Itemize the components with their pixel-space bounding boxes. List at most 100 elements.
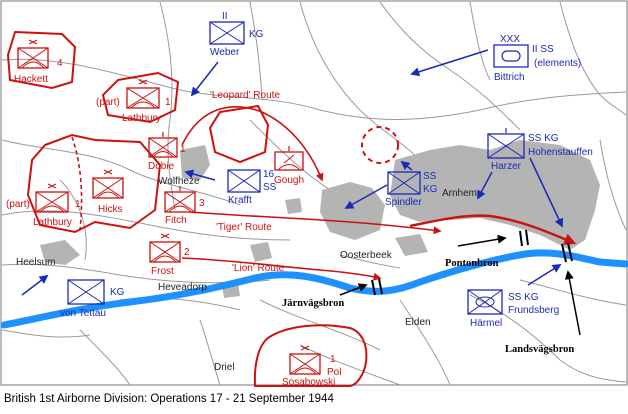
pontonbron-label: Pontonbron: [445, 258, 499, 269]
harzer-arrow-east: [529, 157, 564, 228]
gough-label: Gough: [274, 175, 304, 186]
spindler-label: Spindler: [385, 197, 422, 208]
leopard-route-label: 'Leopard' Route: [210, 90, 280, 101]
british-unit-lathbury-north: [126, 79, 160, 109]
krafft-arrow: [184, 169, 216, 181]
german-unit-von-tettau: [67, 279, 105, 305]
road-network: [1, 1, 627, 386]
drop-zone-leopard: [208, 104, 270, 164]
leopard-route: [181, 106, 324, 182]
lathbury-drop-label: Lathbury: [33, 217, 72, 228]
british-unit-lathbury-drop: [35, 183, 69, 213]
british-unit-hicks: [92, 169, 124, 199]
hicks-label: Hicks: [98, 204, 122, 215]
harmel-type: SS KG: [508, 292, 539, 303]
place-wolfheze: Wolfheze: [158, 176, 200, 187]
lathbury-drop-size: 1: [75, 199, 81, 210]
krafft-size: 16: [263, 169, 275, 180]
german-unit-harzer: [487, 128, 525, 159]
bittrich-label: Bittrich: [494, 72, 525, 83]
spindler-extra: KG: [423, 184, 438, 195]
spindler-type: SS: [423, 171, 437, 182]
lathbury-north-size: 1: [165, 97, 171, 108]
harmel-arrow: [527, 264, 562, 286]
british-unit-hackett: [17, 39, 49, 69]
harmel-extra: Frundsberg: [508, 305, 559, 316]
bridge-pontonbron: [519, 229, 529, 247]
frost-label: Frost: [151, 266, 174, 277]
sosabowski-extra: Pol: [327, 367, 341, 378]
place-arnhem: Arnhem: [442, 188, 477, 199]
fitch-label: Fitch: [165, 215, 187, 226]
british-unit-frost: [149, 233, 181, 263]
bittrich-type: II SS: [532, 44, 554, 55]
lathbury-drop-prefix: (part): [6, 199, 30, 210]
place-elden: Elden: [405, 317, 431, 328]
bittrich-echelon: XXX: [500, 34, 520, 45]
frost-advance: [409, 214, 577, 245]
weber-label: Weber: [210, 47, 240, 58]
place-driel: Driel: [214, 362, 235, 373]
tiger-route: [189, 211, 442, 235]
frost-size: 2: [184, 247, 190, 258]
planned-drop-zone: [361, 126, 399, 164]
jarnvagsbron-label: Järnvägsbron: [282, 298, 344, 309]
hackett-label: Hackett: [14, 74, 48, 85]
place-oosterbeek: Oosterbeek: [340, 250, 393, 261]
british-unit-sosabowski: [289, 345, 321, 375]
jarnvagsbron-pointer: [339, 283, 368, 296]
krafft-label: Krafft: [228, 195, 252, 206]
drop-zone-west: [26, 133, 162, 234]
dobie-size: 1: [180, 144, 186, 155]
drop-zone-hackett: [6, 30, 77, 90]
pontonbron-pointer: [457, 234, 507, 247]
drop-zone-sosabowski: [253, 324, 368, 387]
german-unit-bittrich: [493, 44, 529, 68]
bridge-landsvagsbron: [561, 242, 573, 263]
fitch-size: 3: [199, 198, 205, 209]
british-unit-dobie: [148, 132, 178, 158]
harzer-extra: Hohenstauffen: [528, 147, 593, 158]
dobie-label: Dobie: [148, 161, 175, 172]
weber-echelon: II: [222, 11, 228, 22]
lion-route: [181, 257, 382, 281]
harzer-type: SS KG: [528, 133, 559, 144]
german-arrows: [21, 49, 564, 296]
hackett-size: 4: [57, 58, 63, 69]
bittrich-arrow: [410, 49, 489, 77]
german-unit-weber: [209, 21, 245, 45]
sosabowski-size: 1: [330, 354, 336, 365]
lathbury-north-label: Lathbury: [122, 113, 161, 124]
tiger-route-label: 'Tiger' Route: [216, 222, 272, 233]
german-unit-harmel: [467, 289, 503, 315]
bittrich-extra: (elements): [534, 58, 581, 69]
spindler-arrow: [344, 184, 388, 209]
lion-route-label: 'Lion' Route: [232, 263, 285, 274]
weber-arrow: [190, 61, 219, 97]
von-tettau-label: von Tettau: [60, 308, 106, 319]
bridge-jarnvagsbron: [371, 278, 383, 296]
harmel-label: Härmel: [470, 318, 502, 329]
british-unit-fitch: [164, 186, 196, 213]
map-caption: British 1st Airborne Division: Operation…: [4, 393, 334, 405]
von-tettau-type: KG: [110, 287, 125, 298]
drop-zone-divider: [71, 136, 83, 231]
drop-zone-lathbury-north: [101, 71, 180, 124]
tettau-arrow: [21, 274, 49, 296]
british-unit-gough: [274, 146, 304, 171]
urban-areas: [40, 140, 600, 298]
german-unit-spindler: [387, 171, 421, 195]
harzer-label: Harzer: [491, 161, 522, 172]
place-heelsum: Heelsum: [16, 257, 55, 268]
landsvagsbron-label: Landsvägsbron: [505, 344, 574, 355]
lathbury-north-prefix: (part): [96, 97, 120, 108]
krafft-type: SS: [263, 182, 277, 193]
spindler-arrow-2: [400, 160, 413, 171]
weber-type: KG: [249, 29, 264, 40]
sosabowski-label: Sosabowski: [282, 377, 335, 388]
river: [0, 249, 628, 329]
harzer-arrow-west: [477, 171, 493, 200]
place-heveadorp: Heveadorp: [158, 282, 207, 293]
